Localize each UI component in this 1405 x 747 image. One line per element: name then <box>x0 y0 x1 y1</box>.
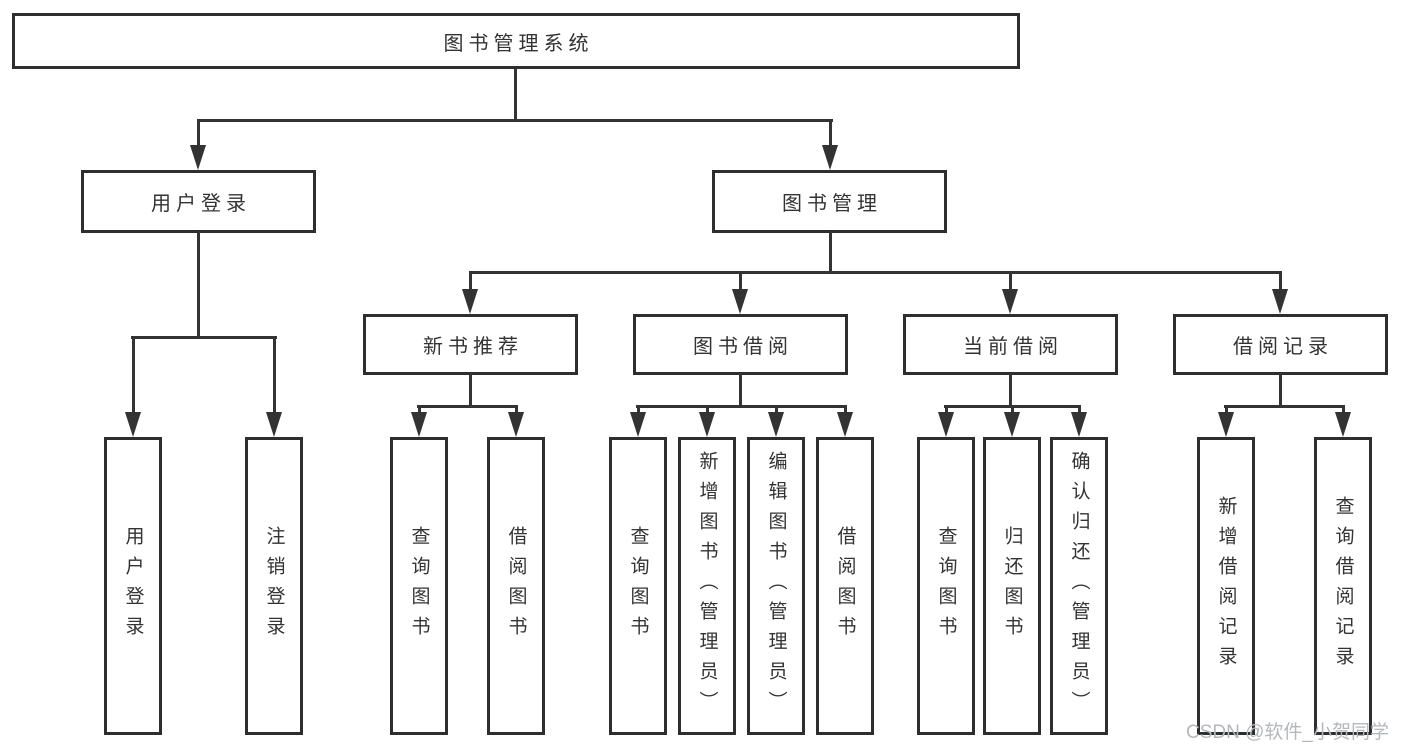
arrowhead-borrow <box>732 289 748 314</box>
edge-to-user-login-stem <box>197 119 200 147</box>
leaf-logout: 注销登录 <box>245 437 303 735</box>
edge-to-newbook-stem <box>469 271 472 291</box>
arrowhead-leaf7 <box>768 412 784 437</box>
node-root-label: 图书管理系统 <box>443 32 594 55</box>
edge-to-leaf10-stem <box>1011 405 1014 414</box>
edge-newbook-stem <box>469 373 472 407</box>
node-current-borrow: 当前借阅 <box>903 314 1118 375</box>
edge-to-borrow-stem <box>739 271 742 291</box>
edge-to-leaf-login-stem <box>132 336 135 413</box>
edge-records-stem <box>1279 373 1282 407</box>
leaf-return-books-label: 归还图书 <box>1001 526 1023 646</box>
edge-to-leaf8-stem <box>844 405 847 414</box>
leaf-add-borrow-record: 新增借阅记录 <box>1197 437 1255 735</box>
leaf-borrow-books: 借阅图书 <box>816 437 874 735</box>
node-new-book-recommend-label: 新书推荐 <box>423 336 523 358</box>
arrowhead-current <box>1002 289 1018 314</box>
edge-to-leaf12-stem <box>1225 405 1228 414</box>
arrowhead-leaf4 <box>508 412 524 437</box>
edge-user-login-stem <box>197 231 200 338</box>
leaf-query-books-borrow: 查询图书 <box>609 437 667 735</box>
edge-root-branch <box>197 119 833 122</box>
edge-book-mgmt-branch <box>469 271 1282 274</box>
leaf-query-borrow-record-label: 查询借阅记录 <box>1332 496 1354 676</box>
leaf-add-books-admin: 新增图书（管理员） <box>678 437 736 735</box>
node-borrow-records-label: 借阅记录 <box>1233 336 1333 358</box>
leaf-confirm-return-admin-label: 确认归还（管理员） <box>1068 451 1090 721</box>
edge-root-stem <box>514 68 517 121</box>
leaf-logout-label: 注销登录 <box>263 526 285 646</box>
edge-to-leaf3-stem <box>418 405 421 414</box>
arrowhead-leaf6 <box>699 412 715 437</box>
node-book-management: 图书管理 <box>712 170 947 233</box>
edge-to-records-stem <box>1279 271 1282 291</box>
node-book-borrow-label: 图书借阅 <box>693 336 793 358</box>
node-borrow-records: 借阅记录 <box>1173 314 1388 375</box>
arrowhead-leaf8 <box>837 412 853 437</box>
node-user-login: 用户登录 <box>81 170 316 233</box>
leaf-borrow-books-recommend: 借阅图书 <box>487 437 545 735</box>
leaf-user-login: 用户登录 <box>104 437 162 735</box>
edge-user-login-branch <box>131 336 277 339</box>
leaf-edit-books-admin-label: 编辑图书（管理员） <box>765 451 787 721</box>
node-root: 图书管理系统 <box>12 13 1020 69</box>
arrowhead-leaf3 <box>411 412 427 437</box>
arrowhead-leaf10 <box>1004 412 1020 437</box>
leaf-query-books-recommend: 查询图书 <box>390 437 448 735</box>
arrowhead-book-mgmt <box>822 145 838 170</box>
arrowhead-leaf12 <box>1218 412 1234 437</box>
edge-to-leaf-logout-stem <box>273 336 276 413</box>
edge-to-book-mgmt-stem <box>829 119 832 147</box>
edge-to-leaf9-stem <box>945 405 948 414</box>
leaf-borrow-books-label: 借阅图书 <box>834 526 856 646</box>
arrowhead-records <box>1272 289 1288 314</box>
edge-to-leaf4-stem <box>515 405 518 414</box>
leaf-query-books-current-label: 查询图书 <box>935 526 957 646</box>
csdn-watermark: CSDN @软件_小贺同学 <box>1186 722 1389 743</box>
arrowhead-leaf11 <box>1071 412 1087 437</box>
node-book-management-label: 图书管理 <box>782 193 882 215</box>
leaf-add-books-admin-label: 新增图书（管理员） <box>696 451 718 721</box>
edge-records-branch <box>1224 405 1345 408</box>
arrowhead-newbook <box>462 289 478 314</box>
leaf-confirm-return-admin: 确认归还（管理员） <box>1050 437 1108 735</box>
edge-current-stem <box>1009 373 1012 407</box>
node-new-book-recommend: 新书推荐 <box>363 314 578 375</box>
edge-book-mgmt-stem <box>829 231 832 274</box>
edge-to-leaf11-stem <box>1078 405 1081 414</box>
leaf-add-borrow-record-label: 新增借阅记录 <box>1215 496 1237 676</box>
edge-borrow-branch <box>636 405 847 408</box>
leaf-query-books-current: 查询图书 <box>917 437 975 735</box>
leaf-return-books: 归还图书 <box>983 437 1041 735</box>
edge-to-leaf6-stem <box>706 405 709 414</box>
arrowhead-leaf13 <box>1335 412 1351 437</box>
leaf-borrow-books-recommend-label: 借阅图书 <box>505 526 527 646</box>
leaf-user-login-label: 用户登录 <box>122 526 144 646</box>
leaf-query-borrow-record: 查询借阅记录 <box>1314 437 1372 735</box>
edge-newbook-branch <box>417 405 518 408</box>
edge-borrow-stem <box>739 373 742 407</box>
node-book-borrow: 图书借阅 <box>633 314 848 375</box>
arrowhead-leaf5 <box>630 412 646 437</box>
arrowhead-leaf-logout <box>266 412 282 437</box>
node-user-login-label: 用户登录 <box>151 193 251 215</box>
node-current-borrow-label: 当前借阅 <box>963 336 1063 358</box>
edge-to-leaf5-stem <box>637 405 640 414</box>
arrowhead-user-login <box>190 145 206 170</box>
arrowhead-leaf-login <box>125 412 141 437</box>
leaf-edit-books-admin: 编辑图书（管理员） <box>747 437 805 735</box>
arrowhead-leaf9 <box>938 412 954 437</box>
edge-to-current-stem <box>1009 271 1012 291</box>
edge-to-leaf7-stem <box>775 405 778 414</box>
leaf-query-books-recommend-label: 查询图书 <box>408 526 430 646</box>
edge-to-leaf13-stem <box>1342 405 1345 414</box>
leaf-query-books-borrow-label: 查询图书 <box>627 526 649 646</box>
